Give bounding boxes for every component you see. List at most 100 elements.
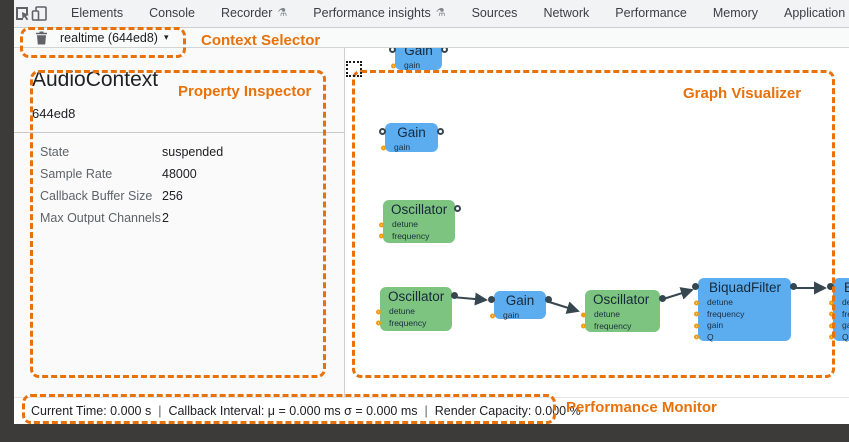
- render-capacity-value: Render Capacity: 0.000 %: [434, 404, 581, 418]
- graph-node-biquadfilter[interactable]: BiquadFilter detune frequency gain Q: [692, 278, 797, 344]
- param-q: Q: [694, 331, 791, 344]
- param-gain: gain: [391, 60, 442, 72]
- status-separator: |: [424, 404, 428, 418]
- param-label: frequency: [392, 230, 430, 241]
- input-port: [488, 296, 495, 303]
- node-title: Oscillator: [388, 289, 445, 304]
- param-port-icon: [381, 145, 386, 151]
- property-value: 2: [162, 211, 169, 225]
- param-label: Q: [842, 331, 849, 342]
- graph-visualizer-canvas[interactable]: Gain gain Gain gain Oscillator detune fr…: [345, 48, 849, 397]
- param-frequency: frequency: [694, 309, 791, 321]
- node-title: BiquadFilter: [844, 280, 849, 295]
- context-id: 644ed8: [32, 106, 76, 121]
- param-label: gain: [842, 320, 849, 330]
- output-port: [451, 292, 458, 299]
- property-label: Sample Rate: [40, 167, 113, 181]
- tab-network[interactable]: Network: [530, 0, 602, 27]
- param-detune: detune: [379, 219, 455, 231]
- param-frequency: frequency: [379, 230, 455, 243]
- context-selector-value: realtime (644ed8): [60, 30, 158, 45]
- param-gain: gain: [694, 320, 791, 332]
- node-title: Gain: [505, 293, 535, 308]
- property-value: 256: [162, 189, 183, 203]
- trash-icon[interactable]: [32, 30, 50, 46]
- param-frequency: frequency: [829, 308, 849, 321]
- tab-performance[interactable]: Performance: [602, 0, 700, 27]
- param-label: gain: [394, 142, 411, 152]
- callback-interval-value: Callback Interval: μ = 0.000 ms σ = 0.00…: [168, 404, 418, 418]
- audiocontext-title: AudioContext: [32, 68, 159, 91]
- graph-node-oscillator[interactable]: Oscillator detune frequency: [376, 287, 458, 331]
- graph-node-gain[interactable]: Gain gain: [379, 123, 444, 154]
- param-detune: detune: [694, 297, 791, 309]
- tab-console[interactable]: Console: [136, 0, 208, 27]
- tab-label: Elements: [71, 6, 124, 20]
- input-port: [389, 48, 396, 53]
- output-port: [441, 48, 448, 53]
- performance-monitor-annotation-label: Performance Monitor: [566, 399, 717, 416]
- context-selector-annotation-label: Context Selector: [201, 32, 321, 49]
- param-label: frequency: [389, 317, 427, 328]
- tab-application[interactable]: Application: [771, 0, 849, 27]
- tab-label: Recorder: [220, 6, 273, 20]
- param-label: detune: [842, 297, 849, 307]
- device-toolbar-icon[interactable]: [31, 2, 48, 26]
- flask-icon: ⚗: [277, 7, 288, 19]
- param-label: gain: [707, 320, 724, 330]
- tab-label: Network: [543, 6, 590, 20]
- input-port: [692, 283, 699, 290]
- tab-memory[interactable]: Memory: [700, 0, 771, 27]
- property-row-max-output-channels: Max Output Channels2: [40, 211, 340, 225]
- param-frequency: frequency: [376, 317, 452, 330]
- param-gain: gain: [829, 320, 849, 332]
- graph-node-gain[interactable]: Gain gain: [488, 291, 552, 322]
- graph-node-oscillator[interactable]: Oscillator detune frequency: [581, 290, 666, 332]
- param-gain: gain: [490, 310, 546, 322]
- status-separator: |: [158, 404, 162, 418]
- property-row-callback-buffer-size: Callback Buffer Size 256: [40, 189, 340, 203]
- param-label: frequency: [842, 308, 849, 319]
- selection-handle-square: [346, 61, 362, 77]
- param-gain: gain: [381, 142, 438, 154]
- devtools-tabbar: Elements Console Recorder ⚗ Performance i…: [14, 0, 849, 28]
- node-title: Oscillator: [391, 202, 448, 217]
- graph-node-gain[interactable]: Gain gain: [389, 48, 448, 72]
- tab-sources[interactable]: Sources: [459, 0, 531, 27]
- param-label: Q: [707, 331, 714, 342]
- param-port-icon: [694, 334, 699, 340]
- tab-recorder[interactable]: Recorder ⚗: [208, 0, 300, 27]
- graph-node-oscillator[interactable]: Oscillator detune frequency: [379, 200, 461, 243]
- tab-performance-insights[interactable]: Performance insights ⚗: [300, 0, 458, 27]
- flask-icon: ⚗: [435, 7, 446, 19]
- divider: [14, 132, 345, 133]
- tab-label: Application: [784, 6, 846, 20]
- property-label: State: [40, 145, 70, 159]
- input-port: [379, 128, 386, 135]
- performance-monitor-bar: Current Time: 0.000 s | Callback Interva…: [14, 397, 849, 424]
- param-port-icon: [581, 312, 586, 318]
- output-port: [659, 295, 666, 302]
- tab-list: Elements Console Recorder ⚗ Performance i…: [58, 0, 849, 27]
- context-selector-dropdown[interactable]: realtime (644ed8) ▾: [60, 31, 169, 45]
- param-detune: detune: [581, 309, 660, 321]
- param-port-icon: [376, 320, 381, 326]
- tab-label: Performance: [615, 6, 687, 20]
- node-title: Gain: [404, 48, 433, 58]
- param-detune: detune: [376, 306, 452, 318]
- graph-node-biquadfilter[interactable]: BiquadFilter detune frequency gain Q: [827, 278, 849, 342]
- current-time-value: Current Time: 0.000 s: [31, 404, 152, 418]
- tab-elements[interactable]: Elements: [58, 0, 136, 27]
- edge-gain-to-oscillator-detune: [545, 300, 580, 314]
- property-label: Max Output Channels: [40, 211, 161, 225]
- property-label: Callback Buffer Size: [40, 189, 153, 203]
- param-port-icon: [379, 222, 384, 228]
- property-inspector-annotation-label: Property Inspector: [178, 83, 312, 100]
- inspect-element-icon[interactable]: [14, 2, 31, 26]
- node-title: Gain: [397, 125, 426, 140]
- param-port-icon: [829, 323, 834, 329]
- tab-label: Performance insights: [313, 6, 431, 20]
